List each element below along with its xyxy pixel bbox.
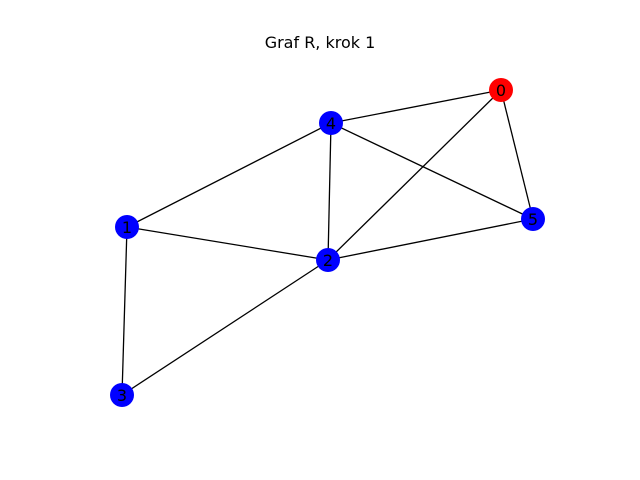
node-1: 1 <box>115 215 139 239</box>
node-circle-3 <box>110 383 134 407</box>
edge-0-2 <box>327 89 502 261</box>
node-label-1: 1 <box>122 218 132 237</box>
graph-title: Graf R, krok 1 <box>264 33 376 52</box>
edge-4-2 <box>327 122 332 261</box>
node-circle-5 <box>521 207 545 231</box>
node-circle-4 <box>319 111 343 135</box>
node-label-3: 3 <box>117 386 127 405</box>
node-label-2: 2 <box>323 251 333 270</box>
node-3: 3 <box>110 383 134 407</box>
nodes: 0 1 2 3 4 5 <box>110 78 545 407</box>
node-circle-2 <box>316 248 340 272</box>
edges <box>121 89 534 396</box>
edge-0-4 <box>330 89 502 124</box>
node-circle-1 <box>115 215 139 239</box>
edge-2-3 <box>121 259 329 396</box>
node-0: 0 <box>489 78 513 102</box>
node-circle-0 <box>489 78 513 102</box>
node-label-4: 4 <box>326 114 336 133</box>
edge-0-5 <box>500 89 534 220</box>
node-label-0: 0 <box>496 81 506 100</box>
node-4: 4 <box>319 111 343 135</box>
node-5: 5 <box>521 207 545 231</box>
node-2: 2 <box>316 248 340 272</box>
node-label-5: 5 <box>528 210 538 229</box>
edge-4-5 <box>330 122 534 220</box>
edge-2-5 <box>327 218 534 261</box>
edge-1-3 <box>121 226 128 396</box>
edge-1-2 <box>126 226 329 261</box>
edge-4-1 <box>126 122 332 228</box>
